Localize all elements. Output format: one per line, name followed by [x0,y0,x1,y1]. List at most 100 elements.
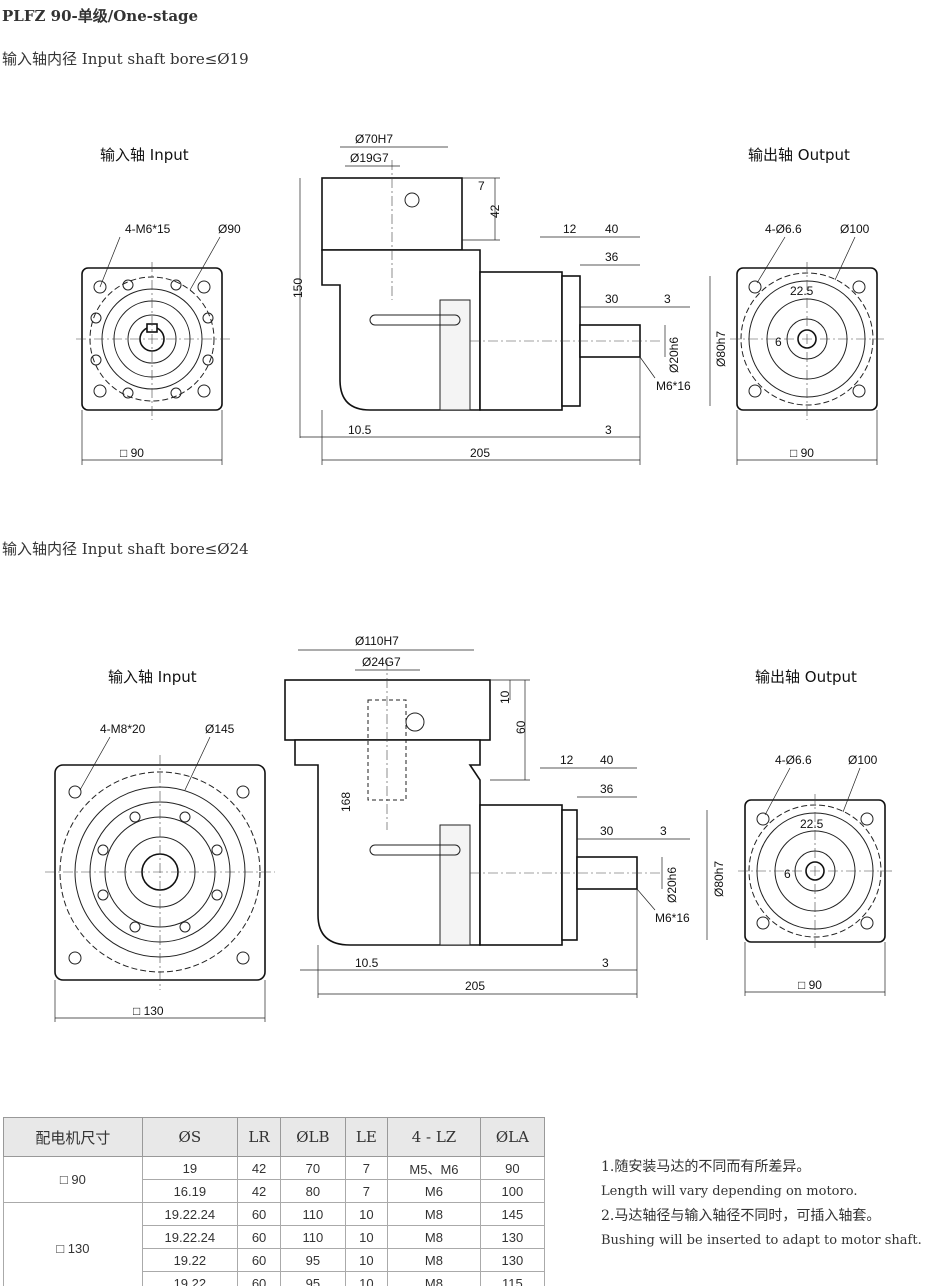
s2-output-label: 输出轴 Output [755,668,857,686]
s1-d-36: 36 [605,250,619,264]
table-cell: 90 [479,1156,546,1180]
s2-d-205: 205 [465,979,485,993]
table-cell: M8 [387,1225,481,1249]
table-cell: 60 [236,1202,282,1226]
col-motor-size: 配电机尺寸 [3,1117,143,1157]
s1-d-30: 30 [605,292,619,306]
s1-d-7: 7 [478,179,485,193]
col-le: LE [344,1117,389,1157]
table-cell: 19.22.24 [141,1225,238,1249]
table-cell: M8 [387,1248,481,1272]
s1-d-150: 150 [291,278,305,298]
s1-output-view: 输出轴 Output 4-Ø6.6 Ø100 22.5 6 □ 90 [730,146,885,465]
s1-d-20: Ø20h6 [667,337,681,373]
s1-in-holes: 4-M6*15 [125,222,171,236]
s2-d-3b: 3 [602,956,609,970]
table-cell: 42 [236,1179,282,1203]
table-cell: 130 [479,1225,546,1249]
s1-d-3a: 3 [664,292,671,306]
s2-out-dia: Ø100 [848,753,878,767]
table-cell: 100 [479,1179,546,1203]
col-lr: LR [236,1117,282,1157]
table-cell: 10 [344,1271,389,1286]
s2-output-view: 输出轴 Output 4-Ø6.6 Ø100 22.5 6 □ 90 [738,668,892,996]
s1-d-shaft: Ø19G7 [350,151,389,165]
s1-d-205: 205 [470,446,490,460]
table-cell: 115 [479,1271,546,1286]
technical-drawings: 输入轴 Input 4-M6*15 Ø90 □ 90 [45,132,892,1022]
table-cell: 70 [280,1156,346,1180]
table-cell: 10 [344,1225,389,1249]
s2-input-view: 输入轴 Input 4-M8*20 Ø145 □ 130 [45,668,275,1022]
s2-d-m6: M6*16 [655,911,690,925]
s2-d-20: Ø20h6 [665,867,679,903]
s2-out-225: 22.5 [800,817,824,831]
table-cell: 19.22 [141,1248,238,1272]
s1-d-42: 42 [488,204,502,218]
s1-d-40: 40 [605,222,619,236]
table-cell: M8 [387,1202,481,1226]
section2-heading: 输入轴内径 Input shaft bore≤Ø24 [2,540,249,558]
table-cell: 19 [141,1156,238,1180]
table-header-row: 配电机尺寸 ØS LR ØLB LE 4 - LZ ØLA [3,1117,546,1157]
note-1-cn: 1.随安装马达的不同而有所差异。 [601,1159,811,1175]
col-lb: ØLB [280,1117,346,1157]
table-cell: M5、M6 [387,1156,481,1180]
table-cell: 7 [344,1156,389,1180]
table-cell: 19.22 [141,1271,238,1286]
s1-side-view: Ø70H7 Ø19G7 7 42 150 12 40 36 30 3 Ø20h6… [291,132,728,465]
table-cell: 7 [344,1179,389,1203]
s1-out-holes: 4-Ø6.6 [765,222,802,236]
table-cell: 42 [236,1156,282,1180]
s2-d-3a: 3 [660,824,667,838]
motor-size-cell: □ 130 [3,1202,143,1286]
note-2-en: Bushing will be inserted to adapt to mot… [601,1232,922,1248]
s2-in-holes: 4-M8*20 [100,722,146,736]
s2-d-60: 60 [514,720,528,734]
s1-d-105: 10.5 [348,423,372,437]
table-cell: 145 [479,1202,546,1226]
s1-d-3b: 3 [605,423,612,437]
s2-d-shaft: Ø24G7 [362,655,401,669]
s2-d-bore: Ø110H7 [355,634,399,648]
table-cell: 19.22.24 [141,1202,238,1226]
table-cell: 10 [344,1202,389,1226]
table-cell: 95 [280,1271,346,1286]
note-2-cn: 2.马达轴径与输入轴径不同时，可插入轴套。 [601,1208,881,1224]
table-cell: 80 [280,1179,346,1203]
s2-d-168: 168 [339,792,353,812]
s1-input-view: 输入轴 Input 4-M6*15 Ø90 □ 90 [76,146,241,465]
s1-d-m6: M6*16 [656,379,691,393]
s1-out-dia: Ø100 [840,222,870,236]
s1-d-80: Ø80h7 [714,331,728,367]
s2-d-36: 36 [600,782,614,796]
section1-heading: 输入轴内径 Input shaft bore≤Ø19 [2,50,249,68]
s1-input-label: 输入轴 Input [100,146,189,164]
s1-out-225: 22.5 [790,284,814,298]
col-s: ØS [141,1117,238,1157]
s1-out-6: 6 [775,335,782,349]
s1-d-bore: Ø70H7 [355,132,393,146]
s2-d-80: Ø80h7 [712,861,726,897]
s2-out-6: 6 [784,867,791,881]
s2-out-holes: 4-Ø6.6 [775,753,812,767]
table-cell: 95 [280,1248,346,1272]
note-1-en: Length will vary depending on motoro. [601,1183,858,1199]
s2-out-square: □ 90 [798,978,822,992]
s2-side-view: Ø110H7 Ø24G7 10 60 168 12 40 36 30 3 Ø20… [284,634,726,998]
table-cell: 60 [236,1225,282,1249]
s2-d-12: 12 [560,753,574,767]
table-cell: 130 [479,1248,546,1272]
page-title: PLFZ 90-单级/One-stage [2,7,199,25]
notes: 1.随安装马达的不同而有所差异。 Length will vary depend… [601,1155,922,1253]
s1-in-square: □ 90 [120,446,144,460]
table-cell: 16.19 [141,1179,238,1203]
s1-out-square: □ 90 [790,446,814,460]
s2-in-dia: Ø145 [205,722,235,736]
table-cell: 110 [280,1202,346,1226]
table-cell: 110 [280,1225,346,1249]
s2-d-40: 40 [600,753,614,767]
